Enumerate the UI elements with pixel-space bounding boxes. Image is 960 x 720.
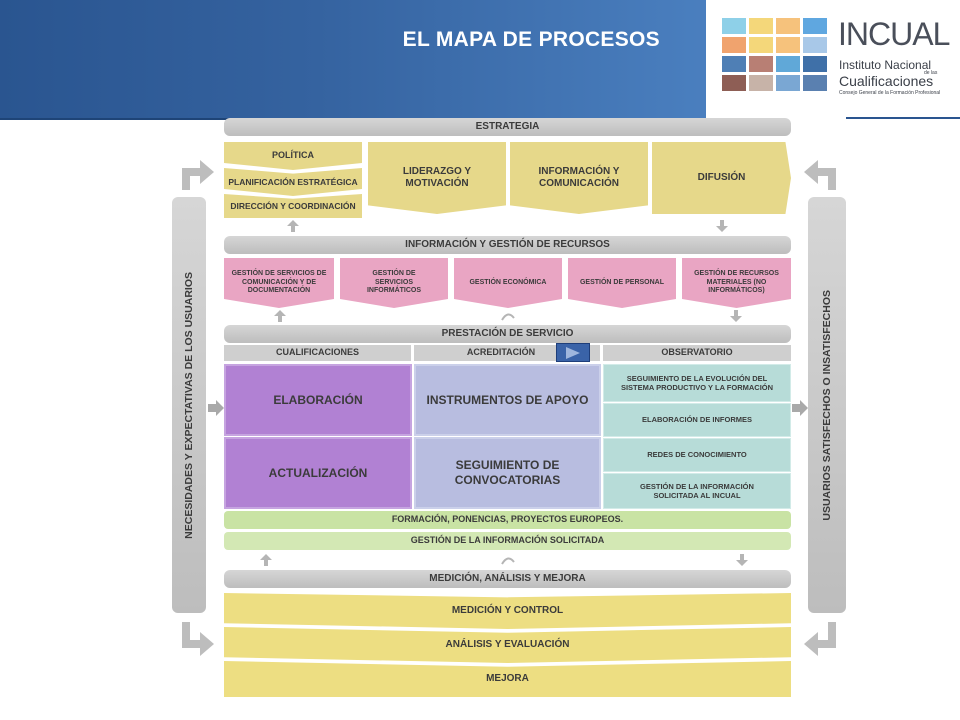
header-banner: [0, 0, 706, 120]
slide-title: EL MAPA DE PROCESOS: [402, 28, 660, 51]
logo-subtitle-small: de las: [924, 70, 938, 76]
medicion-item-control: MEDICIÓN Y CONTROL: [224, 593, 791, 629]
band-gestion-info: GESTIÓN DE LA INFORMACIÓN SOLICITADA: [224, 532, 791, 550]
column-header-acreditacion: ACREDITACIÓN: [414, 345, 600, 361]
side-column-left: NECESIDADES Y EXPECTATIVAS DE LOS USUARI…: [172, 197, 206, 613]
recursos-item-economica: GESTIÓN ECONÓMICA: [454, 258, 562, 308]
arrow-bottom-right-icon: [804, 622, 836, 656]
arrow-into-left-icon: [208, 400, 224, 416]
prestacion-header: PRESTACIÓN DE SERVICIO: [224, 325, 791, 343]
arrow-down-icon: [716, 220, 728, 232]
estrategia-header: ESTRATEGIA: [224, 118, 791, 136]
side-label-right: USUARIOS SATISFECHOS O INSATISFECHOS: [821, 289, 833, 521]
acreditacion-seguimiento: SEGUIMIENTO DE CONVOCATORIAS: [414, 437, 601, 509]
logo-tile: [722, 37, 746, 53]
side-label-left: NECESIDADES Y EXPECTATIVAS DE LOS USUARI…: [183, 271, 195, 539]
logo-tile: [749, 56, 773, 72]
logo-tile: [803, 75, 827, 91]
arrow-down-icon: [730, 310, 742, 322]
observatorio-redes: REDES DE CONOCIMIENTO: [603, 438, 791, 472]
estrategia-item-planificacion: PLANIFICACIÓN ESTRATÉGICA: [224, 168, 362, 196]
logo-tile: [722, 18, 746, 34]
estrategia-box-liderazgo: LIDERAZGO Y MOTIVACIÓN: [368, 142, 506, 214]
logo-tile: [803, 56, 827, 72]
medicion-item-mejora: MEJORA: [224, 661, 791, 697]
arrow-up-icon: [287, 220, 299, 232]
band-formacion: FORMACIÓN, PONENCIAS, PROYECTOS EUROPEOS…: [224, 511, 791, 529]
logo-tagline: Consejo General de la Formación Profesio…: [839, 90, 941, 96]
recursos-item-personal: GESTIÓN DE PERSONAL: [568, 258, 676, 308]
curved-arrow-icon: [501, 557, 515, 565]
cualificaciones-elaboracion: ELABORACIÓN: [224, 364, 412, 436]
logo-tile: [749, 18, 773, 34]
play-button[interactable]: [556, 343, 590, 362]
estrategia-item-direccion: DIRECCIÓN Y COORDINACIÓN: [224, 194, 362, 218]
recursos-item-materiales: GESTIÓN DE RECURSOS MATERIALES (NO INFOR…: [682, 258, 791, 308]
logo-tile: [776, 18, 800, 34]
observatorio-seguimiento: SEGUIMIENTO DE LA EVOLUCIÓN DEL SISTEMA …: [603, 364, 791, 402]
play-icon: [566, 346, 580, 359]
arrow-up-icon: [260, 554, 272, 566]
side-column-right: USUARIOS SATISFECHOS O INSATISFECHOS: [808, 197, 846, 613]
arrow-into-right-icon: [792, 400, 808, 416]
estrategia-box-informacion: INFORMACIÓN Y COMUNICACIÓN: [510, 142, 648, 214]
estrategia-item-politica: POLÍTICA: [224, 142, 362, 170]
recursos-header: INFORMACIÓN Y GESTIÓN DE RECURSOS: [224, 236, 791, 254]
logo-subtitle-2: Cualificaciones: [839, 73, 934, 89]
cualificaciones-actualizacion: ACTUALIZACIÓN: [224, 437, 412, 509]
logo-tile: [803, 18, 827, 34]
arrow-down-icon: [736, 554, 748, 566]
arrow-up-icon: [274, 310, 286, 322]
arrow-bottom-left-icon: [182, 622, 214, 656]
logo-tile: [749, 75, 773, 91]
logo-tile: [803, 37, 827, 53]
column-header-observatorio: OBSERVATORIO: [603, 345, 791, 361]
medicion-header: MEDICIÓN, ANÁLISIS Y MEJORA: [224, 570, 791, 588]
logo-name: INCUAL: [838, 16, 950, 52]
logo-tiles: [722, 18, 830, 94]
estrategia-box-difusion: DIFUSIÓN: [652, 142, 791, 214]
column-header-cualificaciones: CUALIFICACIONES: [224, 345, 411, 361]
logo-tile: [776, 56, 800, 72]
observatorio-informes: ELABORACIÓN DE INFORMES: [603, 403, 791, 437]
curved-arrow-icon: [501, 313, 515, 321]
recursos-item-comunicacion: GESTIÓN DE SERVICIOS DE COMUNICACIÓN Y D…: [224, 258, 334, 308]
logo-tile: [722, 75, 746, 91]
arrow-top-right-icon: [804, 160, 836, 190]
observatorio-gestion-info: GESTIÓN DE LA INFORMACIÓN SOLICITADA AL …: [603, 473, 791, 509]
logo-subtitle-1: Instituto Nacional: [839, 58, 932, 72]
logo-tile: [722, 56, 746, 72]
incual-logo: INCUAL Instituto Nacional de las Cualifi…: [722, 16, 952, 98]
logo-tile: [776, 75, 800, 91]
acreditacion-instrumentos: INSTRUMENTOS DE APOYO: [414, 364, 601, 436]
medicion-item-analisis: ANÁLISIS Y EVALUACIÓN: [224, 627, 791, 663]
arrow-top-left-icon: [182, 160, 214, 190]
recursos-item-informaticos: GESTIÓN DE SERVICIOS INFORMÁTICOS: [340, 258, 448, 308]
logo-underline: [846, 117, 960, 119]
logo-tile: [776, 37, 800, 53]
logo-tile: [749, 37, 773, 53]
